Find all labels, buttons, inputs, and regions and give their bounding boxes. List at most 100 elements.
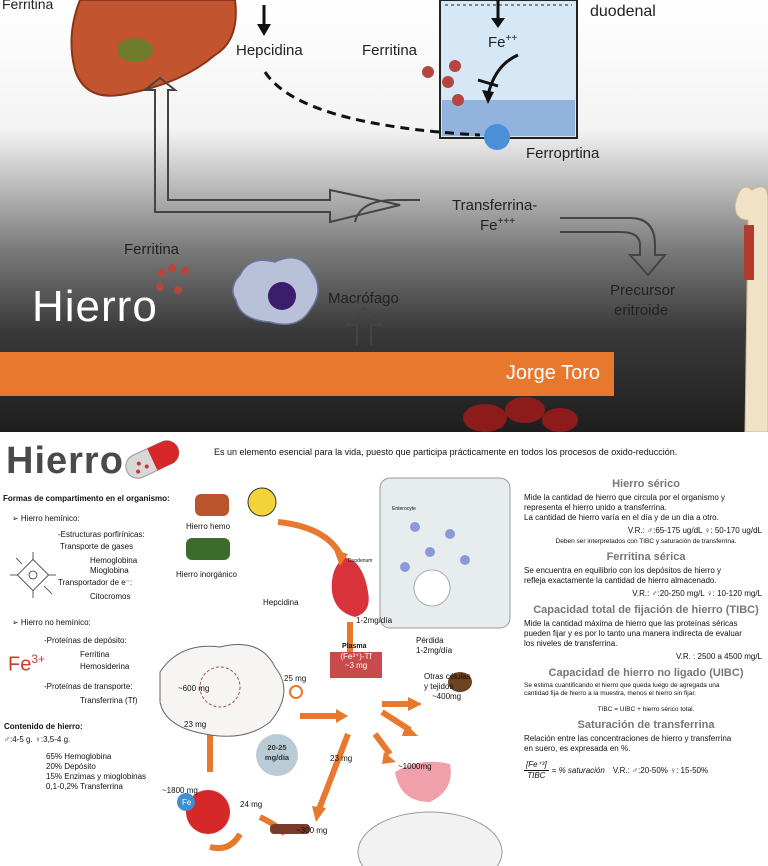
liver-illustration — [70, 0, 237, 97]
flow-23-right: 23 mg — [330, 754, 353, 763]
label-ferritina-low: Ferritina — [124, 241, 180, 258]
label-fe2: Fe++ — [488, 33, 518, 51]
fe-badge-label: Fe — [182, 798, 192, 807]
section-body: Mide la cantidad de hierro que circula p… — [524, 493, 725, 522]
otras-value: ~400mg — [432, 692, 462, 701]
reference-values: V.R.: ♂:20-250 mg/L ♀: 10-120 mg/L — [632, 589, 762, 598]
reference-values: V.R. : 2500 a 4500 mg/L — [676, 652, 762, 661]
porphyrin-label: -Estructuras porfirínicas: — [58, 530, 145, 539]
title-slide: Ferritina Hepcidina Ferritina duodenal F… — [0, 0, 768, 432]
red-blood-cell-mascot — [186, 790, 230, 834]
hollow-arrow-to-liver — [142, 76, 401, 224]
homer-illustration — [247, 487, 277, 517]
content-item: 15% Enzimas y mioglobinas — [46, 772, 147, 781]
hollow-arrow-to-precursor — [560, 217, 668, 277]
flow-25: 25 mg — [284, 674, 307, 683]
fe-badge-circle — [177, 793, 195, 811]
bone-small-illustration — [270, 824, 310, 834]
label-duodenal: duodenal — [590, 3, 656, 20]
waste-icon — [448, 672, 472, 692]
dose-label: 1-2mg/día — [356, 616, 393, 625]
macrophage-lower-illustration — [357, 811, 503, 866]
red-blood-cells-illustration — [463, 397, 578, 432]
saturation-equation: [Fe⁺³] TIBC = % saturación V.R.: ♂:20-50… — [524, 760, 709, 780]
content-item: 65% Hemoglobina — [46, 752, 112, 761]
electron-transport-label: Transportador de e⁻: — [58, 578, 133, 587]
content-item: 0,1-0,2% Transferrina — [46, 782, 123, 791]
gas-transport-label: Transporte de gases — [60, 542, 134, 551]
enterocyte-label: Enterocyte — [392, 506, 416, 512]
liver-organ-illustration — [395, 761, 451, 802]
macrophage-value: ~600 mg — [178, 684, 210, 693]
reference-values: V.R.: ♂:65-175 ug/dL ♀: 50-170 ug/dL — [627, 526, 762, 535]
heme-structure-icon — [10, 552, 56, 598]
label-ferritina-top: Ferritina — [2, 0, 54, 12]
section-body: Se estima cuantificando el hierro que qu… — [524, 682, 720, 697]
hepcidin-inhibit-icon — [289, 685, 303, 699]
tibc-formula: TIBC = UIBC + hierro sérico total. — [597, 706, 695, 713]
label-ferroportina: Ferroprtina — [526, 145, 600, 162]
deposit-label: -Proteínas de depósito: — [44, 636, 127, 645]
infographic: Hierro Es un elemento esencial para la v… — [0, 432, 768, 866]
hemic-heading: ➢ Hierro hemínico: — [12, 514, 80, 523]
iron-dots-low — [156, 264, 189, 294]
section-body: Mide la cantidad máxima de hierro que la… — [524, 619, 742, 648]
transferrina-label: Transferrina (Tf) — [80, 696, 138, 705]
plasma-label: Plasma — [342, 643, 367, 650]
label-precursor-line1: Precursor — [610, 282, 676, 299]
hierro-inorganico-label: Hierro inorgánico — [176, 570, 237, 579]
perdida-value: 1-2mg/día — [416, 646, 453, 655]
label-transferrina-line2: Fe+++ — [480, 216, 516, 234]
hemosiderina-label: Hemosiderina — [80, 662, 130, 671]
section-body: Relación entre las concentraciones de hi… — [524, 734, 732, 753]
content-by-sex: ♂:4-5 g. ♀:3,5-4 g. — [4, 735, 71, 744]
rbc-value: ~1800 mg — [162, 786, 198, 795]
transport-label: -Proteínas de transporte: — [44, 682, 133, 691]
hollow-arrow-from-macrophage — [354, 199, 420, 223]
hollow-arrow-up-to-macrophage — [344, 306, 384, 345]
label-macrofago: Macrófago — [328, 290, 399, 307]
hierro-hemo-label: Hierro hemo — [186, 522, 231, 531]
section-heading: Capacidad de hierro no ligado (UIBC) — [548, 667, 744, 679]
content-heading: Contenido de hierro: — [4, 722, 83, 731]
citocromos-label: Citocromos — [90, 592, 131, 601]
section-note: Deben ser interpretados con TIBC y satur… — [555, 538, 737, 545]
flow-24: 24 mg — [240, 800, 263, 809]
label-ferritina-mid: Ferritina — [362, 42, 418, 59]
content-item: 20% Depósito — [46, 762, 96, 771]
lab-tests-panel: Hierro sérico Mide la cantidad de hierro… — [524, 472, 768, 781]
meat-illustration — [195, 494, 229, 516]
section-heading: Capacidad total de fijación de hierro (T… — [533, 604, 759, 616]
greens-illustration — [186, 538, 230, 560]
bone-illustration — [734, 186, 768, 432]
infographic-title: Hierro — [6, 440, 124, 482]
nonhemic-heading: ➢ Hierro no hemínico: — [12, 618, 91, 627]
section-heading: Hierro sérico — [612, 478, 680, 490]
hemoglobina-label: Hemoglobina — [90, 556, 138, 565]
duodenum-label: Duodenum — [348, 558, 373, 564]
label-transferrina-line1: Transferrina- — [452, 197, 538, 214]
macrophage-cell-illustration — [159, 644, 285, 737]
otras-celulas-label: Otras células — [424, 672, 471, 681]
fe3-label: Fe3+ — [8, 652, 46, 676]
section-heading: Saturación de transferrina — [577, 719, 715, 731]
iron-dots-mid — [422, 60, 464, 106]
author-band: Jorge Toro — [0, 352, 614, 396]
bone-value: ~300 mg — [296, 826, 328, 835]
section-body: Se encuentra en equilibrio con los depós… — [524, 566, 722, 585]
pill-icon — [125, 440, 180, 479]
ferritina-label: Ferritina — [80, 650, 110, 659]
enterocyte-illustration — [379, 477, 511, 629]
label-precursor-line2: eritroide — [614, 302, 669, 319]
gallbladder-illustration — [117, 38, 153, 62]
label-hepcidina: Hepcidina — [236, 42, 303, 59]
perdida-label: Pérdida — [416, 636, 444, 645]
duodenum-illustration — [331, 557, 369, 617]
left-heading: Formas de compartimento en el organismo: — [3, 494, 170, 503]
center-hepcidina-label: Hepcidina — [263, 598, 299, 607]
liver-value: ~1000mg — [398, 762, 432, 771]
iron-cycle-diagram — [159, 477, 511, 866]
intro-text: Es un elemento esencial para la vida, pu… — [214, 447, 678, 457]
mioglobina-label: Mioglobina — [90, 566, 129, 575]
